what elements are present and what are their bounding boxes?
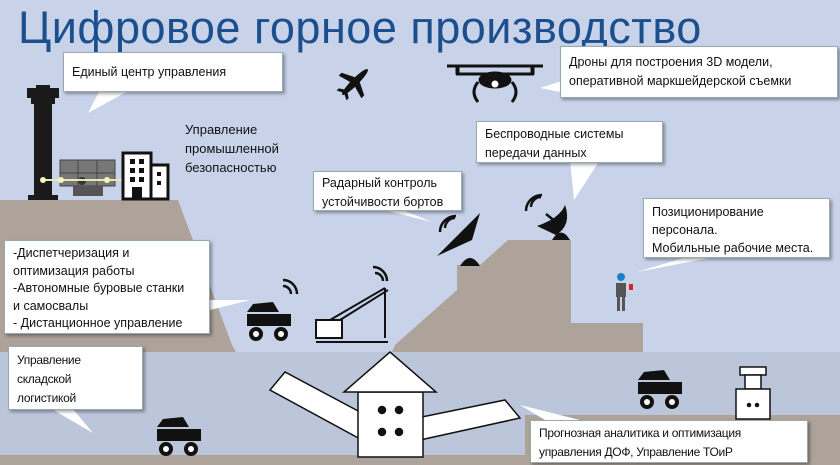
callout-line: Радарный контроль bbox=[322, 176, 438, 190]
callout-wireless: Беспроводные системы передачи данных bbox=[476, 121, 663, 163]
callout-line: Позиционирование bbox=[652, 205, 764, 219]
callout-line: управления ДОФ, Управление ТОиР bbox=[539, 445, 733, 459]
callout-line: оптимизация работы bbox=[13, 263, 135, 278]
callout-storage: Управление складской логистикой bbox=[8, 346, 143, 410]
label-line: Управление bbox=[185, 122, 258, 137]
callout-drones: Дроны для построения 3D модели, оператив… bbox=[560, 46, 838, 98]
callout-line: Мобильные рабочие места. bbox=[652, 241, 814, 255]
callout-line: Прогнозная аналитика и оптимизация bbox=[539, 426, 741, 440]
drone-icon bbox=[447, 64, 543, 103]
callout-line: передачи данных bbox=[485, 146, 587, 160]
callout-line: -Диспетчеризация и bbox=[13, 246, 130, 260]
callout-analytics: Прогнозная аналитика и оптимизация управ… bbox=[530, 420, 808, 463]
radar-dish-icon bbox=[437, 213, 480, 266]
control-unit-icon bbox=[735, 366, 771, 420]
satellite-dish-icon bbox=[524, 193, 570, 240]
safety-label: Управление промышленной безопасностью bbox=[185, 120, 279, 177]
dump-truck-icon bbox=[247, 278, 299, 341]
callout-positioning: Позиционирование персонала. Мобильные ра… bbox=[643, 198, 830, 258]
processing-plant-icon bbox=[268, 351, 522, 458]
pit-slope bbox=[232, 345, 395, 352]
callout-line: логистикой bbox=[17, 391, 76, 405]
bottom-ground bbox=[0, 455, 840, 465]
airplane-icon bbox=[336, 69, 368, 101]
callout-line: персонала. bbox=[652, 223, 718, 237]
label-line: промышленной bbox=[185, 141, 279, 156]
callout-dispatch: -Диспетчеризация и оптимизация работы -А… bbox=[4, 240, 210, 334]
office-building-icon bbox=[121, 151, 170, 201]
callout-tails bbox=[50, 80, 720, 433]
label-line: безопасностью bbox=[185, 160, 277, 175]
page-title: Цифровое горное производство bbox=[18, 2, 702, 53]
callout-radar: Радарный контроль устойчивости бортов bbox=[313, 171, 462, 211]
callout-line: устойчивости бортов bbox=[322, 195, 444, 209]
callout-line: и самосвалы bbox=[13, 298, 89, 313]
control-tower-icon bbox=[27, 85, 59, 200]
callout-line: - Дистанционное управление bbox=[13, 316, 183, 330]
dump-truck-right-icon bbox=[638, 370, 682, 409]
callout-text: Единый центр управления bbox=[72, 65, 227, 79]
monitor-wall-icon bbox=[40, 159, 127, 196]
central-mountain bbox=[0, 240, 643, 352]
callout-line: Управление bbox=[17, 353, 81, 367]
callout-line: Дроны для построения 3D модели, bbox=[569, 55, 773, 69]
drill-rig-icon bbox=[315, 265, 389, 343]
callout-line: складской bbox=[17, 372, 72, 386]
callout-line: оперативной маркшейдерской съемки bbox=[569, 74, 792, 88]
worker-icon bbox=[616, 273, 633, 311]
callout-control-center: Единый центр управления bbox=[63, 52, 283, 92]
dump-truck-storage-icon bbox=[157, 417, 201, 456]
callout-line: -Автономные буровые станки bbox=[13, 281, 185, 295]
callout-line: Беспроводные системы bbox=[485, 127, 624, 141]
